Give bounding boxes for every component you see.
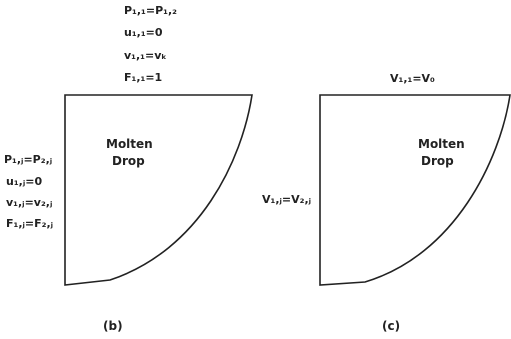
bc-b-top-u: u₁,₁=0 <box>124 26 163 39</box>
drop-outline-b <box>64 94 253 286</box>
caption-b: (b) <box>103 319 123 333</box>
bc-b-top-f: F₁,₁=1 <box>124 71 162 84</box>
region-label-c-line1: Molten <box>418 137 465 151</box>
bc-b-top-v: v₁,₁=vₖ <box>124 49 167 62</box>
region-label-b-line1: Molten <box>106 137 153 151</box>
bc-b-top-pressure: P₁,₁=P₁,₂ <box>124 4 177 17</box>
caption-c: (c) <box>382 319 400 333</box>
region-label-b-line2: Drop <box>112 154 145 168</box>
bc-c-left: V₁,ⱼ=V₂,ⱼ <box>262 193 311 206</box>
bc-b-left-f: F₁,ⱼ=F₂,ⱼ <box>6 217 53 230</box>
bc-b-left-pressure: P₁,ⱼ=P₂,ⱼ <box>4 153 52 166</box>
drop-outline-c <box>319 94 511 286</box>
bc-c-top: V₁,₁=V₀ <box>390 72 435 85</box>
region-label-c-line2: Drop <box>421 154 454 168</box>
bc-b-left-u: u₁,ⱼ=0 <box>6 175 42 188</box>
bc-b-left-v: v₁,ⱼ=v₂,ⱼ <box>6 196 52 209</box>
